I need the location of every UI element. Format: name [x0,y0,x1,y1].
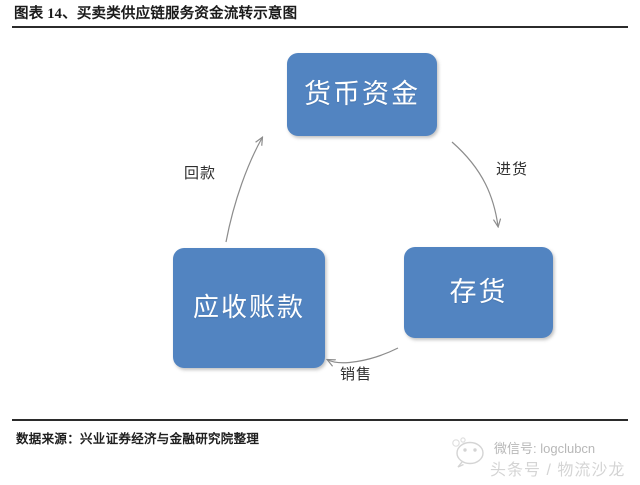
header-divider [12,26,628,28]
data-source-note: 数据来源：兴业证券经济与金融研究院整理 [16,432,260,446]
arrow-purchase [451,141,498,226]
chat-bubble-icon [452,437,484,468]
arrow-layer [225,30,640,412]
flow-diagram: 货币资金 存货 应收账款 进货 销售 回款 [0,30,640,412]
header: 图表 14、买卖类供应链服务资金流转示意图 [0,0,640,30]
footer-divider [12,419,628,421]
edge-label-collection: 回款 [184,166,217,182]
node-label-inventory: 存货 [449,277,508,307]
edge-label-sales: 销售 [340,367,373,383]
node-accounts-receivable[interactable]: 应收账款 [173,248,325,368]
watermark-toutiao-id: 头条号 / 物流沙龙 [490,462,626,479]
arrow-collection [225,138,262,243]
watermark-wechat-id: 微信号: logclubcn [494,441,596,456]
watermark: 微信号: logclubcn 头条号 / 物流沙龙 [448,432,638,482]
node-monetary-funds[interactable]: 货币资金 [287,53,437,136]
edge-label-purchase: 进货 [496,162,529,178]
node-label-monetary-funds: 货币资金 [304,79,420,109]
node-inventory[interactable]: 存货 [404,247,553,338]
page-title: 图表 14、买卖类供应链服务资金流转示意图 [14,6,298,22]
arrow-sales [328,347,399,363]
node-label-accounts-receivable: 应收账款 [192,293,305,322]
